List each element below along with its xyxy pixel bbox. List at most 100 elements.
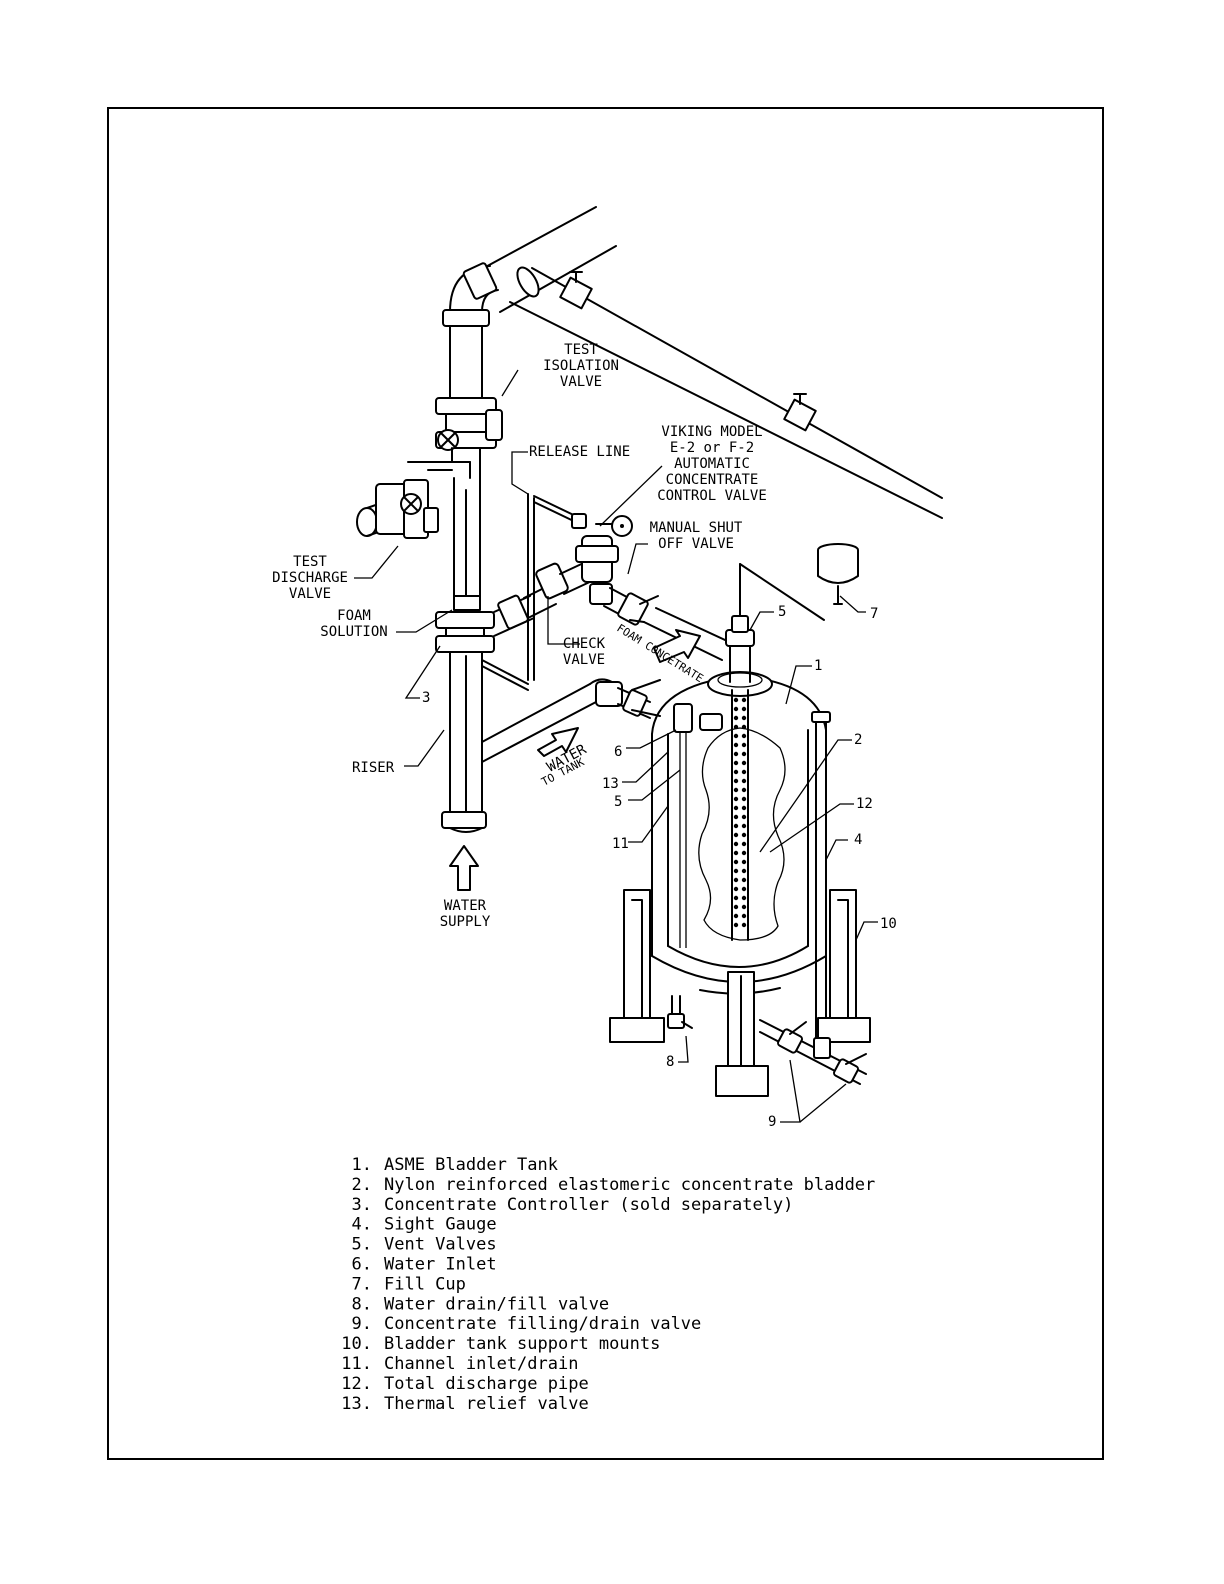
legend-text: Channel inlet/drain [384,1354,578,1374]
callout-1: 1 [814,658,822,674]
perforation [733,778,739,784]
legend-number: 12. [341,1374,372,1394]
perforation [733,697,739,703]
perforation [741,787,747,793]
perforation [741,823,747,829]
check-valve-label-1: CHECK [563,636,606,652]
perforation [733,706,739,712]
perforation [733,922,739,928]
perforation [733,769,739,775]
perforation [741,769,747,775]
legend-number: 5. [352,1235,372,1255]
perforation [733,841,739,847]
perforation [741,913,747,919]
legend-number: 2. [352,1175,372,1195]
callout-11: 11 [612,836,629,852]
legend-text: Water drain/fill valve [384,1294,609,1314]
perforation [733,859,739,865]
callout-12: 12 [856,796,873,812]
perforation [733,913,739,919]
legend-number: 11. [341,1354,372,1374]
callout-5-bottom: 5 [614,794,622,810]
riser-label: RISER [352,760,395,776]
viking-control-valve [575,515,633,605]
drain-valves [667,995,867,1085]
legend-number: 13. [341,1394,372,1414]
perforation [733,724,739,730]
perforation [741,796,747,802]
test-isolation-valve-label: TEST [564,342,598,358]
perforation [741,895,747,901]
legend-text: Nylon reinforced elastomeric concentrate… [384,1175,875,1195]
legend-text: ASME Bladder Tank [384,1155,558,1175]
callout-13: 13 [602,776,619,792]
release-line [481,493,587,691]
bladder-tank [651,563,831,1051]
callout-6: 6 [614,744,622,760]
perforation [741,841,747,847]
perforation [741,859,747,865]
perforation [741,742,747,748]
perforation [741,886,747,892]
legend-number: 3. [352,1195,372,1215]
legend-number: 7. [352,1274,372,1294]
legend-text: Thermal relief valve [384,1394,589,1414]
water-to-tank-line [481,678,661,763]
legend-text: Concentrate filling/drain valve [384,1314,701,1334]
test-discharge-label-2: DISCHARGE [272,570,348,586]
legend-text: Bladder tank support mounts [384,1334,660,1354]
foam-concentrate-label: FOAM CONCETRATE [614,622,705,686]
water-supply-label-2: SUPPLY [440,914,491,930]
test-discharge-label-3: VALVE [289,586,331,602]
check-valve-label-2: VALVE [563,652,605,668]
legend-number: 4. [352,1215,372,1235]
legend-number: 8. [352,1294,372,1314]
foam-solution-label-1: FOAM [337,608,371,624]
leader-lines [354,369,878,1123]
perforation [741,850,747,856]
legend-number: 1. [352,1155,372,1175]
perforation [733,760,739,766]
test-discharge-label-1: TEST [293,554,327,570]
viking-valve-label-2: E-2 or F-2 [670,440,754,456]
test-isolation-valve-label-2: ISOLATION [543,358,619,374]
callout-10: 10 [880,916,897,932]
callout-7: 7 [870,606,878,622]
perforation [733,805,739,811]
foam-concentrate-line [603,587,739,661]
perforation [741,697,747,703]
perforation [733,814,739,820]
perforation [733,823,739,829]
perforation [733,733,739,739]
legend-text: Total discharge pipe [384,1374,589,1394]
callout-2: 2 [854,732,862,748]
perforation [741,877,747,883]
legend-number: 9. [352,1314,372,1334]
perforation [733,742,739,748]
callout-text: TEST ISOLATION VALVE VIKING MODEL E-2 or… [272,342,897,1130]
legend-text: Sight Gauge [384,1215,497,1235]
overhead-main-pipe [479,206,943,519]
callout-9: 9 [768,1114,776,1130]
perforation [733,886,739,892]
perforation [741,922,747,928]
perforation [733,715,739,721]
drawing-border [107,107,1104,1460]
release-line-label: RELEASE LINE [529,444,630,460]
perforation [733,895,739,901]
parts-legend: 1. ASME Bladder Tank 2. Nylon reinforced el… [341,1155,875,1414]
manual-shut-off-label-2: OFF VALVE [658,536,734,552]
legend-text: Fill Cup [384,1274,466,1294]
perforation [741,760,747,766]
fill-cup [817,543,859,605]
legend-number: 6. [352,1255,372,1275]
perforation [733,832,739,838]
perforation [741,814,747,820]
perforation [741,832,747,838]
perforation [741,715,747,721]
perforation [733,787,739,793]
manual-shut-off-label-1: MANUAL SHUT [650,520,743,536]
perforation [741,805,747,811]
legend-number: 10. [341,1334,372,1354]
legend-text: Water Inlet [384,1255,497,1275]
